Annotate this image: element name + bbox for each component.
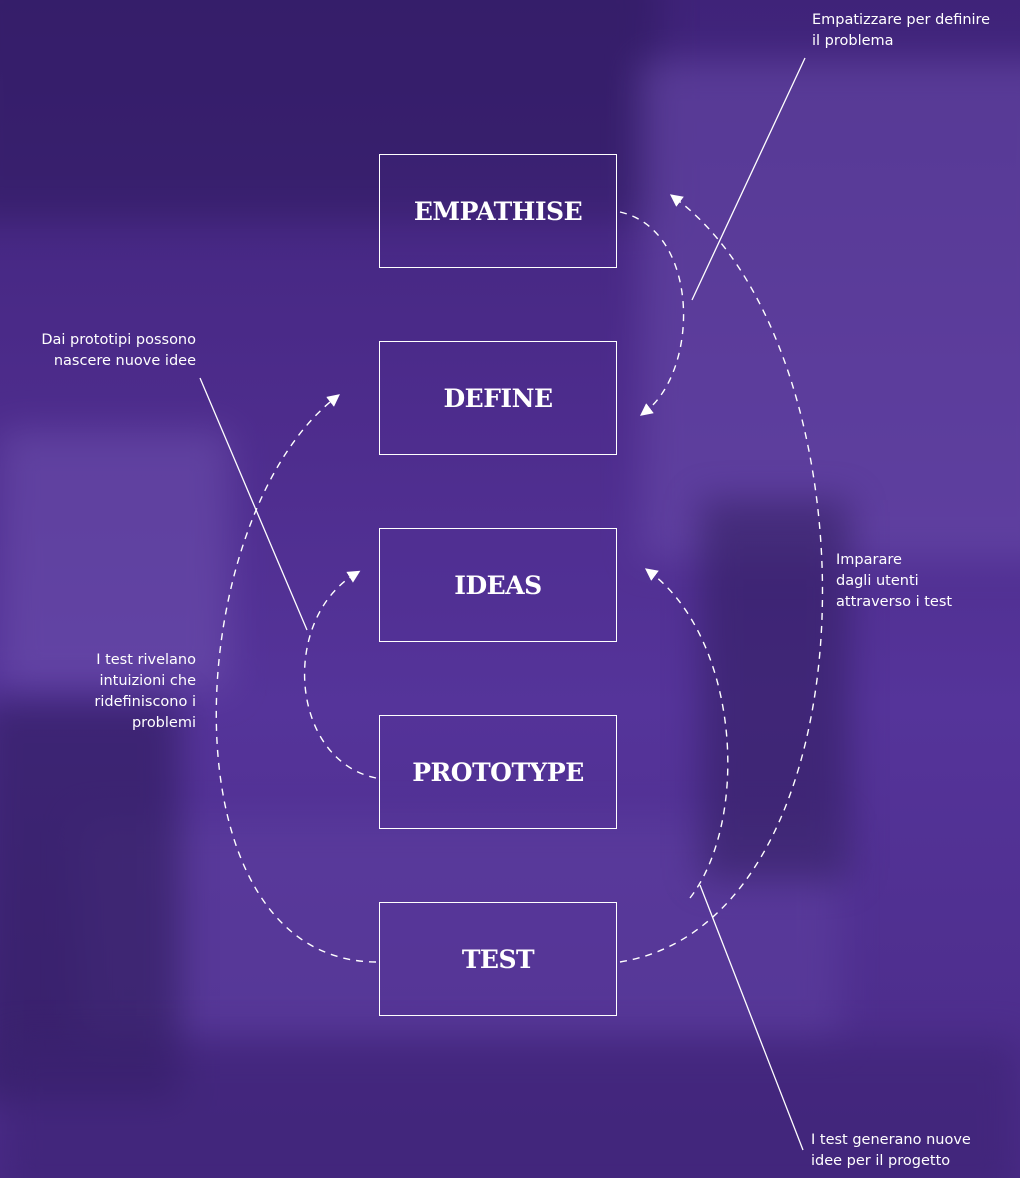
stage-ideas: IDEAS: [379, 528, 617, 642]
leader-prototype-ideas: [199, 377, 308, 631]
background-person-left: [0, 700, 180, 1100]
arc-test-to-empathise: [619, 194, 824, 963]
stage-define: DEFINE: [379, 341, 617, 455]
annotation-empathise-define: Empatizzare per definire il problema: [812, 12, 991, 49]
stage-label: PROTOTYPE: [412, 757, 584, 787]
leader-empathise-define: [691, 57, 806, 301]
annotation-prototype-ideas: Dai prototipi possono nascere nuove idee: [41, 332, 196, 369]
leader-test-ideas: [699, 884, 804, 1151]
arc-prototype-to-ideas: [303, 570, 377, 779]
stage-label: IDEAS: [454, 570, 542, 600]
background-wall-right: [640, 60, 1020, 560]
arc-empathise-to-define: [619, 211, 685, 416]
background-person-right: [700, 500, 850, 880]
background-window-left: [0, 430, 230, 690]
stage-prototype: PROTOTYPE: [379, 715, 617, 829]
annotation-test-ideas: I test generano nuove idee per il proget…: [811, 1132, 971, 1169]
background-ceiling: [0, 0, 660, 220]
stage-test: TEST: [379, 902, 617, 1016]
arc-test-to-define: [215, 394, 377, 963]
annotation-test-define: I test rivelano intuizioni che ridefinis…: [94, 652, 196, 731]
stage-label: TEST: [461, 944, 535, 974]
stage-label: EMPATHISE: [413, 196, 583, 226]
arc-test-to-ideas: [644, 568, 729, 899]
background-floor: [0, 1040, 1020, 1178]
annotation-test-empathise: Imparare dagli utenti attraverso i test: [836, 552, 953, 610]
stage-empathise: EMPATHISE: [379, 154, 617, 268]
stage-label: DEFINE: [443, 383, 553, 413]
